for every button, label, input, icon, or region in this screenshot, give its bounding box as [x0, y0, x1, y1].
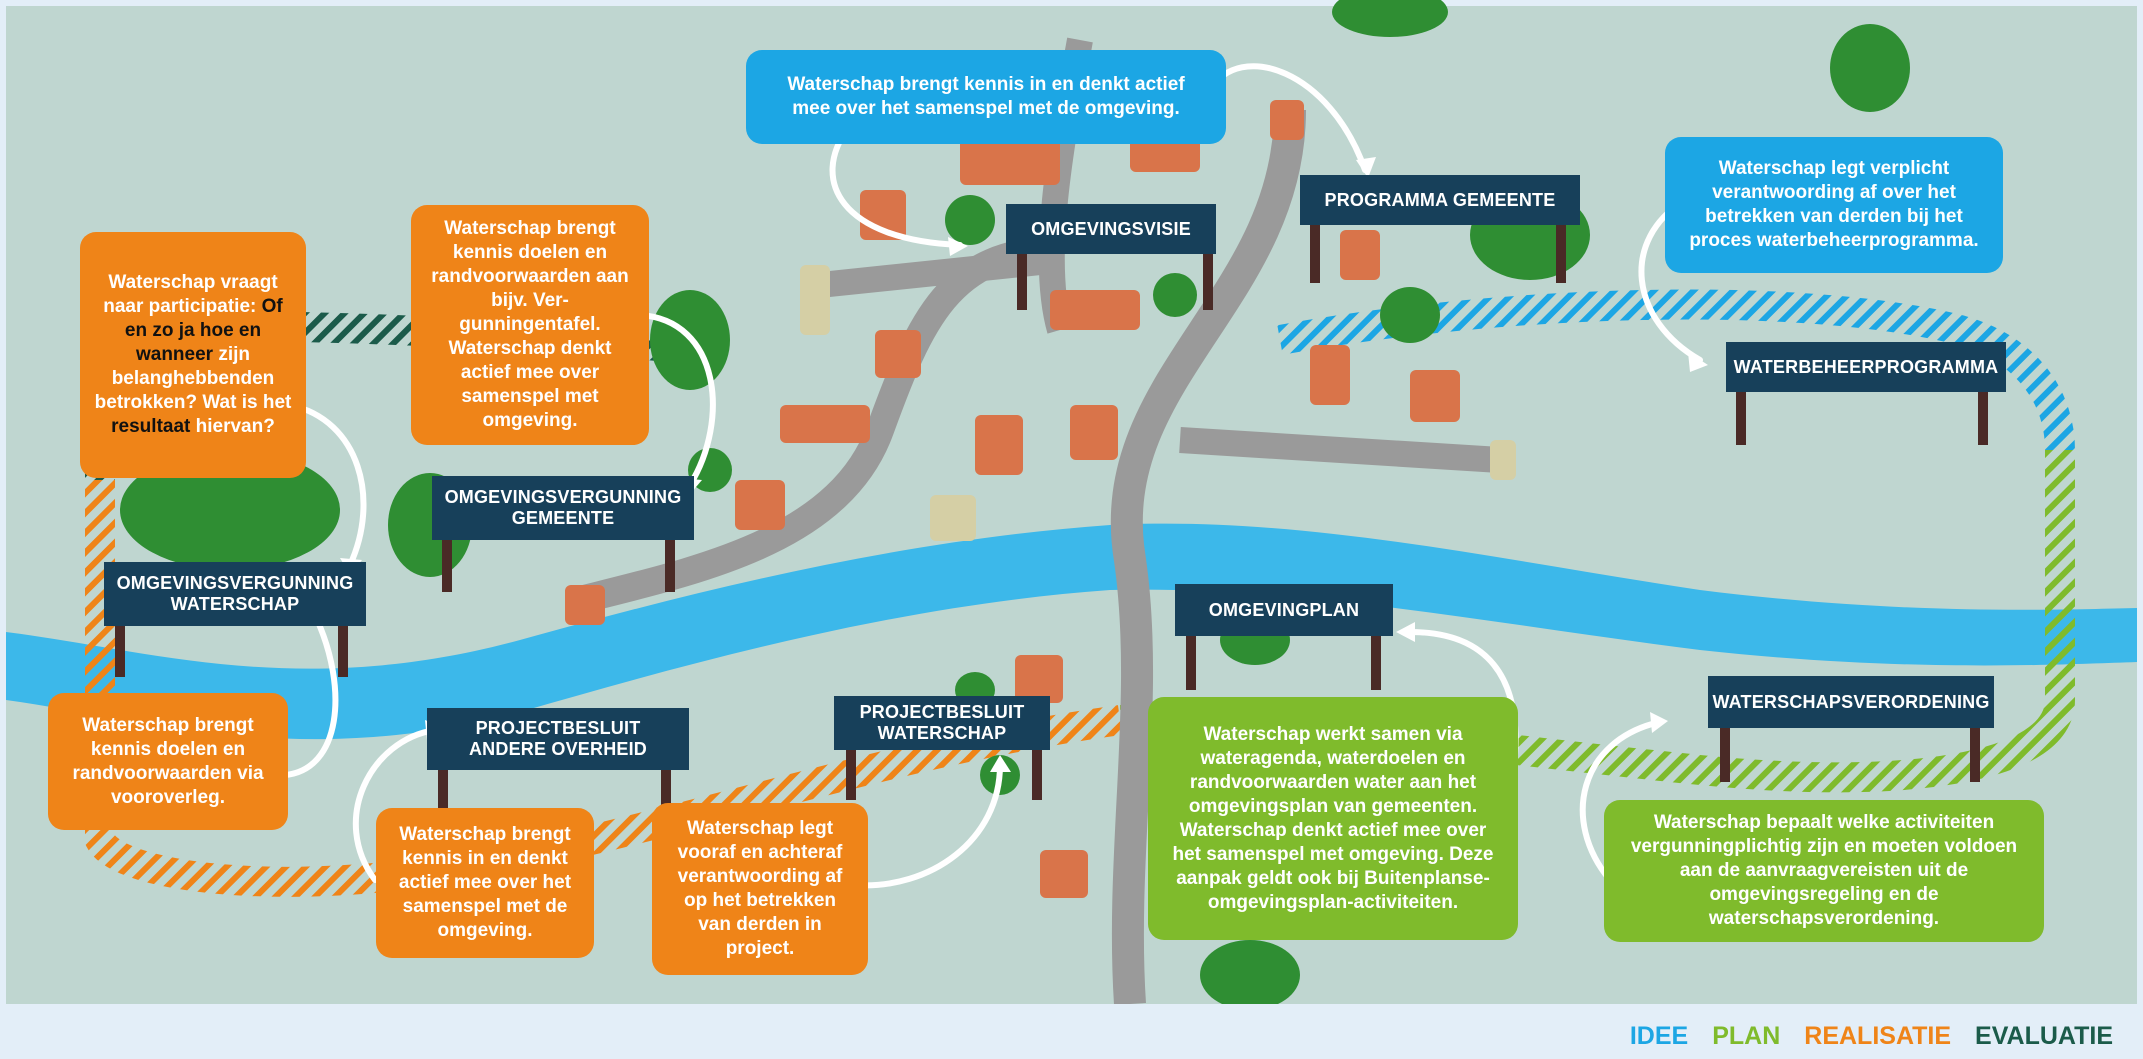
bubble-text: Waterschap brengt kennis in en denkt act… [787, 74, 1185, 119]
legend-realisatie: REALISATIE [1804, 1022, 1952, 1050]
sign-label: OMGEVINGSVERGUNNING WATERSCHAP [116, 573, 354, 614]
participatie-line-5: hiervan? [195, 416, 275, 437]
post [1978, 375, 1988, 445]
arrows [282, 63, 1703, 889]
bubble-text: Waterschap brengt kennis doelen en randv… [431, 218, 629, 431]
bubble-text: Waterschap brengt kennis in en denkt act… [398, 824, 572, 941]
sign-waterschapsverordening: WATERSCHAPSVERORDENING [1708, 676, 1994, 728]
bubble-text: Waterschap bepaalt welke activiteiten ve… [1630, 812, 2018, 929]
river [6, 523, 2137, 740]
post [1203, 232, 1213, 310]
road-east [1179, 427, 1501, 473]
post [1017, 232, 1027, 310]
post [1556, 205, 1566, 283]
pale-houses [800, 265, 1516, 541]
bubble-omgevingsvisie: Waterschap brengt kennis in en denkt act… [746, 50, 1226, 144]
post [442, 522, 452, 592]
post [1371, 618, 1381, 690]
sign-label: OMGEVINGSVISIE [1031, 218, 1191, 239]
bubble-omgevingplan: Waterschap werkt samen via wateragenda, … [1148, 697, 1518, 940]
post [665, 522, 675, 592]
sign-label: PROJECTBESLUIT ANDERE OVERHEID [468, 718, 648, 759]
trees [120, 0, 1910, 1004]
bubble-projectbesluit-waterschap: Waterschap legt vooraf en achteraf veran… [652, 803, 868, 975]
bubble-participatie: Waterschap vraagt naar participatie: Of … [80, 232, 306, 478]
post [1310, 205, 1320, 283]
bubble-text: Waterschap brengt kennis doelen en randv… [72, 714, 264, 808]
legend-idee: IDEE [1629, 1022, 1689, 1050]
sign-programma-gemeente: PROGRAMMA GEMEENTE [1300, 175, 1580, 225]
post [1032, 732, 1042, 800]
sign-omgevingsvergunning-gemeente: OMGEVINGSVERGUNNING GEMEENTE [432, 476, 694, 540]
phase-legend: IDEE PLAN REALISATIE EVALUATIE [1630, 1022, 2113, 1051]
bubble-text: Waterschap vraagt naar participatie: Of … [94, 271, 292, 439]
sign-label: PROJECTBESLUIT WATERSCHAP [859, 702, 1025, 743]
participatie-emphasis: Of en zo ja hoe en wanneer [124, 296, 283, 365]
sign-omgevingsvergunning-waterschap: OMGEVINGSVERGUNNING WATERSCHAP [104, 562, 366, 626]
bubble-waterbeheerprogramma: Waterschap legt verplicht verantwoording… [1665, 137, 2003, 273]
participatie-line-3: zijn belanghebbenden betrokken? Wat is h… [94, 344, 292, 413]
legend-plan: PLAN [1712, 1022, 1781, 1050]
sign-omgevingsvisie: OMGEVINGSVISIE [1006, 204, 1216, 254]
post [438, 752, 448, 810]
post [1720, 710, 1730, 782]
post [1736, 375, 1746, 445]
sign-label: WATERBEHEERPROGRAMMA [1733, 356, 1999, 377]
route-idee [1277, 289, 2075, 451]
bubble-text: Waterschap legt verplicht verantwoording… [1689, 158, 1979, 251]
participatie-line-1: Waterschap vraagt naar participatie: [103, 272, 278, 317]
sign-label: WATERSCHAPSVERORDENING [1712, 691, 1990, 712]
houses [565, 100, 1460, 898]
bubble-text: Waterschap legt vooraf en achteraf veran… [677, 818, 843, 959]
post [1186, 618, 1196, 690]
post [1970, 710, 1980, 782]
post [846, 732, 856, 800]
sign-waterbeheerprogramma: WATERBEHEERPROGRAMMA [1726, 342, 2006, 392]
bubble-text: Waterschap werkt samen via wateragenda, … [1172, 723, 1494, 913]
bubble-vooroverleg: Waterschap brengt kennis doelen en randv… [48, 693, 288, 830]
post [115, 605, 125, 677]
sign-omgevingplan: OMGEVINGPLAN [1175, 584, 1393, 636]
post [661, 752, 671, 810]
road-main [1110, 109, 1306, 1004]
sign-label: OMGEVINGPLAN [1208, 599, 1360, 620]
sign-projectbesluit-waterschap: PROJECTBESLUIT WATERSCHAP [834, 696, 1050, 750]
legend-evaluatie: EVALUATIE [1975, 1022, 2113, 1050]
sign-label: OMGEVINGSVERGUNNING GEMEENTE [444, 487, 682, 528]
post [338, 605, 348, 677]
bubble-projectbesluit-andere: Waterschap brengt kennis in en denkt act… [376, 808, 594, 958]
sign-projectbesluit-andere-overheid: PROJECTBESLUIT ANDERE OVERHEID [427, 708, 689, 770]
sign-label: PROGRAMMA GEMEENTE [1324, 189, 1556, 210]
bubble-waterschapsverordening: Waterschap bepaalt welke activiteiten ve… [1604, 800, 2044, 942]
bubble-vergunningentafel: Waterschap brengt kennis doelen en randv… [411, 205, 649, 445]
participatie-resultaat: resultaat [111, 416, 191, 437]
footer-bar [0, 1004, 2143, 1059]
